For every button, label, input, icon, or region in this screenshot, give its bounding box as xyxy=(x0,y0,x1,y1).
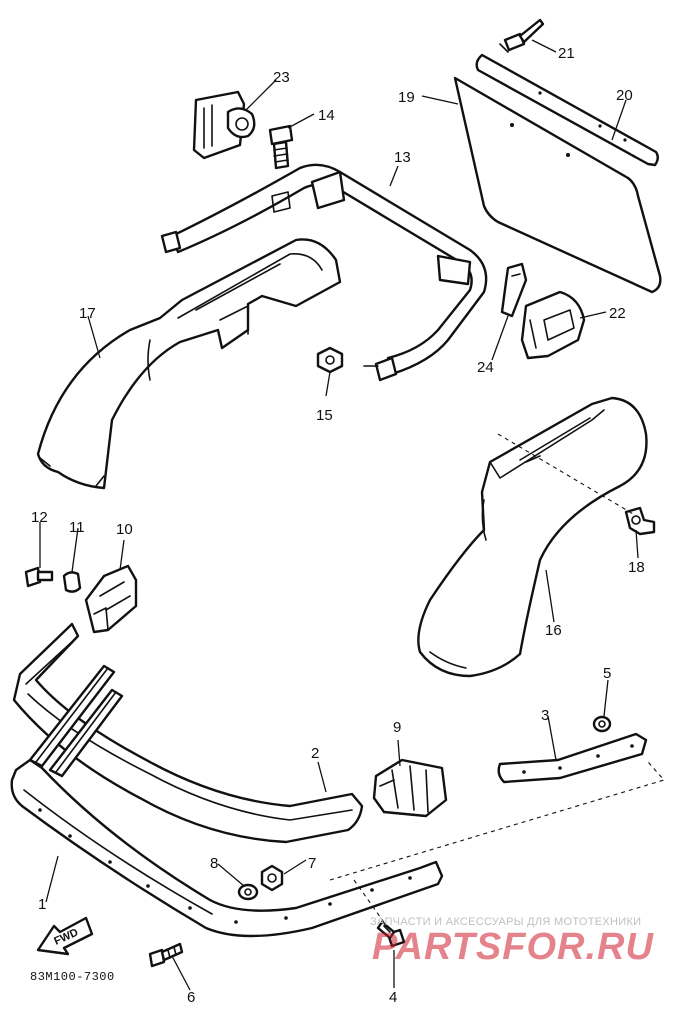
callout-19: 19 xyxy=(398,89,415,106)
rivet-screw-21 xyxy=(499,18,545,53)
callout-22: 22 xyxy=(609,305,626,322)
side-bracket-bar xyxy=(497,732,648,784)
callout-6: 6 xyxy=(187,989,195,1006)
callout-18: 18 xyxy=(628,559,645,576)
watermark-logo[interactable]: PARTSFOR.RU xyxy=(372,926,654,968)
damper-10 xyxy=(84,564,138,634)
callout-numbers: 1 2 3 4 5 6 7 8 9 10 11 12 13 14 15 16 1… xyxy=(31,45,645,1006)
clamp-22 xyxy=(520,290,586,360)
callout-14: 14 xyxy=(318,107,335,124)
leader-lines xyxy=(39,39,639,991)
washer-5 xyxy=(592,715,612,733)
nut-15 xyxy=(316,346,344,374)
left-rear-fender xyxy=(36,238,342,490)
assembly-guide-lines xyxy=(329,433,665,929)
callout-23: 23 xyxy=(273,69,290,86)
callout-1: 1 xyxy=(38,896,46,913)
right-rear-fender xyxy=(417,396,648,678)
callout-15: 15 xyxy=(316,407,333,424)
reference-code: 83M100-7300 xyxy=(30,970,115,984)
bolt-6 xyxy=(148,942,184,968)
callout-10: 10 xyxy=(116,521,133,538)
callout-7: 7 xyxy=(308,855,316,872)
collar-11 xyxy=(62,571,82,593)
bolt-4 xyxy=(376,920,406,948)
callout-9: 9 xyxy=(393,719,401,736)
rubber-damper-9 xyxy=(372,758,448,818)
callout-11: 11 xyxy=(69,519,85,536)
callout-21: 21 xyxy=(558,45,575,62)
washer-8 xyxy=(237,883,259,901)
callout-17: 17 xyxy=(79,305,96,322)
rear-frame-tube xyxy=(160,163,488,382)
bracket-23 xyxy=(192,90,256,160)
bolt-14 xyxy=(268,124,294,170)
callout-24: 24 xyxy=(477,359,494,376)
callout-5: 5 xyxy=(603,665,611,682)
nut-7 xyxy=(260,864,284,892)
license-plate-panel xyxy=(453,76,662,294)
callout-20: 20 xyxy=(616,87,633,104)
clip-strap-24 xyxy=(500,262,528,318)
pin-12 xyxy=(24,566,54,588)
lower-bumper-rail xyxy=(10,758,444,938)
callout-12: 12 xyxy=(31,509,48,526)
callout-13: 13 xyxy=(394,149,411,166)
callout-4: 4 xyxy=(389,989,397,1006)
callout-16: 16 xyxy=(545,622,562,639)
fwd-arrow-icon: FWD xyxy=(36,916,94,956)
callout-3: 3 xyxy=(541,707,549,724)
callout-2: 2 xyxy=(311,745,319,762)
watermark-tagline: ЗАПЧАСТИ И АКСЕССУАРЫ ДЛЯ МОТОТЕХНИКИ xyxy=(370,916,642,928)
callout-8: 8 xyxy=(210,855,218,872)
